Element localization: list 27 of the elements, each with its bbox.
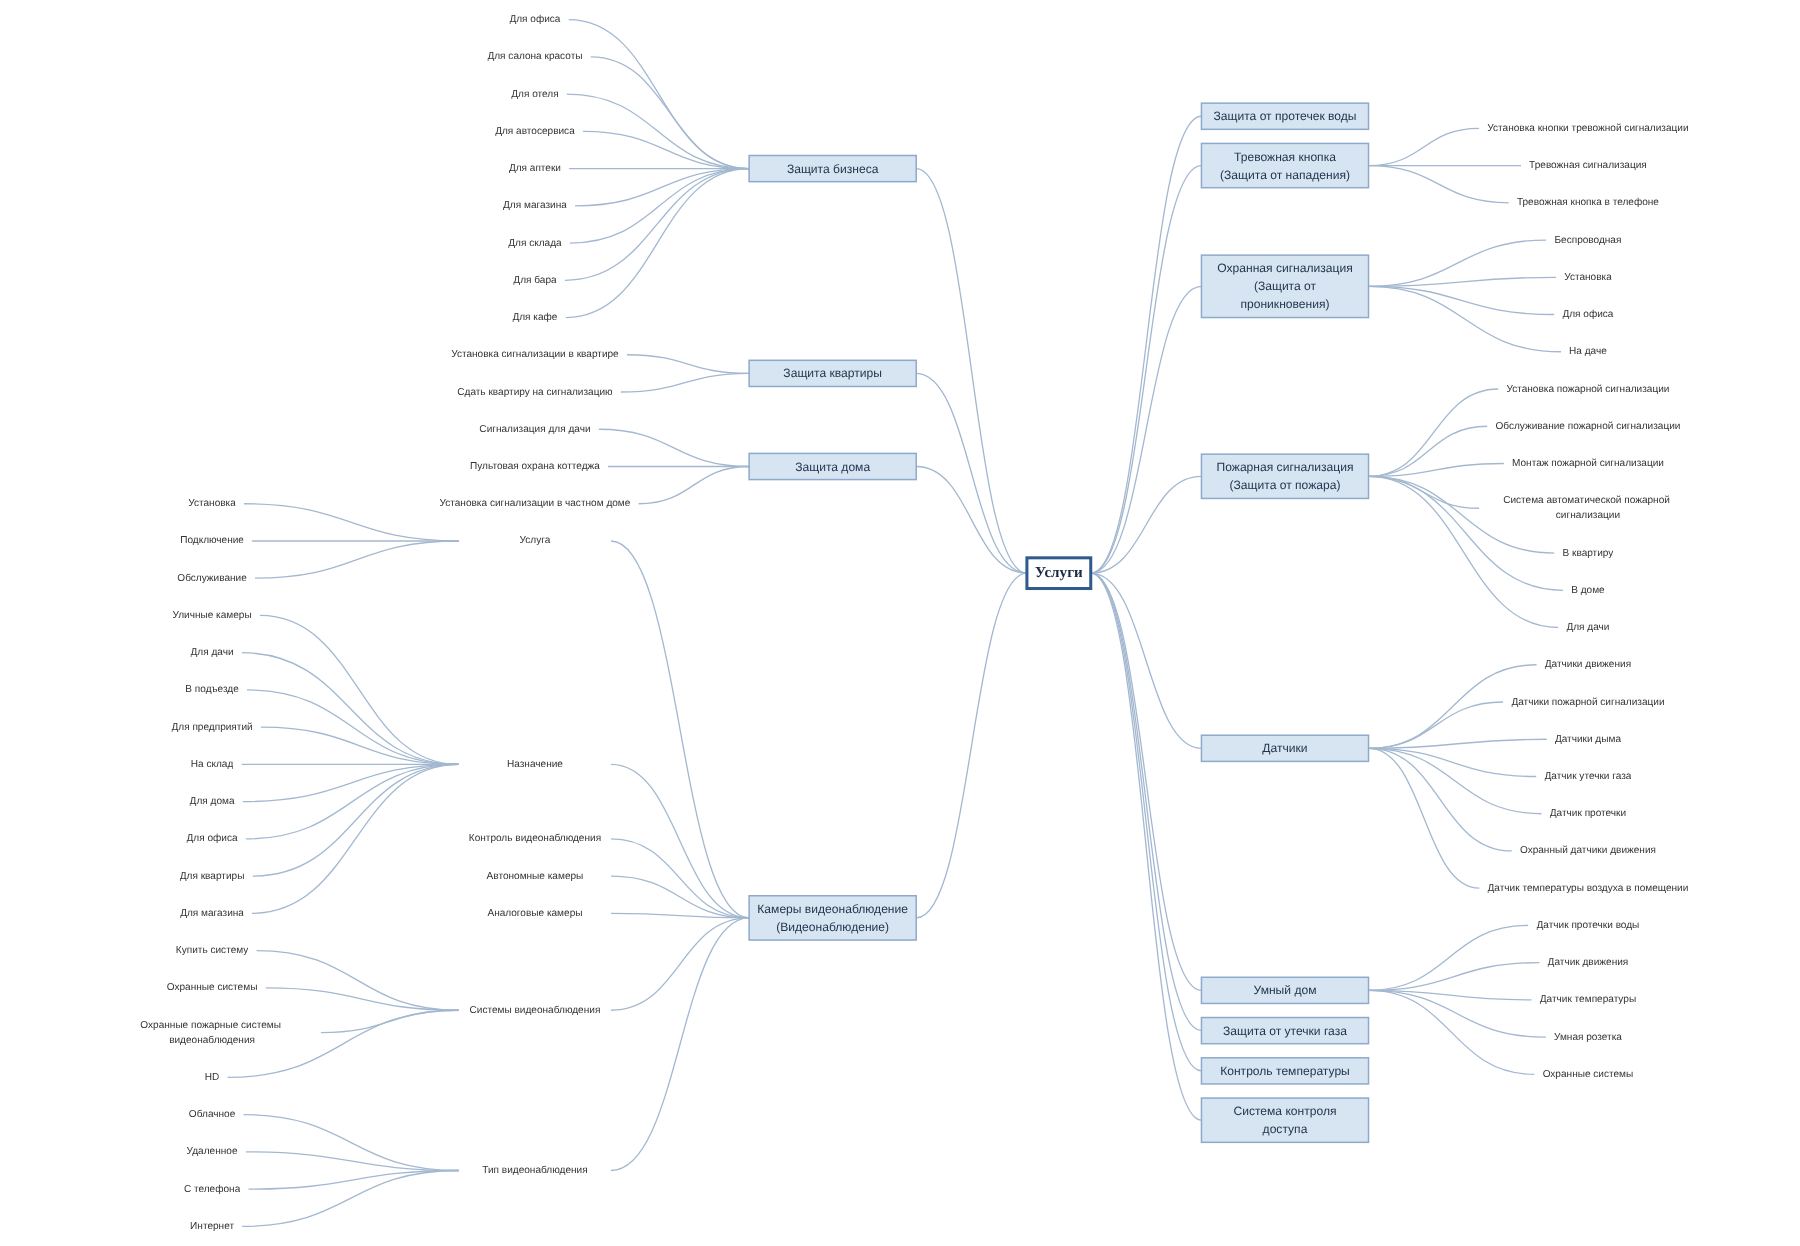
connector [1367, 747, 1481, 889]
connector [564, 167, 750, 319]
connector [254, 540, 460, 579]
connector [1090, 285, 1203, 574]
connector [915, 167, 1028, 574]
connector [610, 540, 750, 919]
connector [637, 465, 750, 505]
connector [1367, 285, 1562, 353]
connector [1367, 475, 1559, 629]
connector [1367, 701, 1504, 749]
connector [251, 763, 460, 914]
connector [1367, 989, 1536, 1076]
connector [1367, 164, 1510, 204]
connector [1367, 924, 1530, 991]
connector [620, 372, 750, 393]
connector [915, 572, 1028, 919]
connector [241, 1169, 460, 1228]
connector [1367, 425, 1489, 477]
connector [259, 614, 460, 766]
connector [1090, 572, 1203, 749]
connector [1090, 475, 1203, 574]
connector [915, 372, 1028, 574]
connector [1367, 664, 1538, 749]
connector [255, 949, 460, 1011]
connector [915, 465, 1028, 574]
connector [1367, 388, 1500, 477]
connector [226, 1009, 460, 1079]
